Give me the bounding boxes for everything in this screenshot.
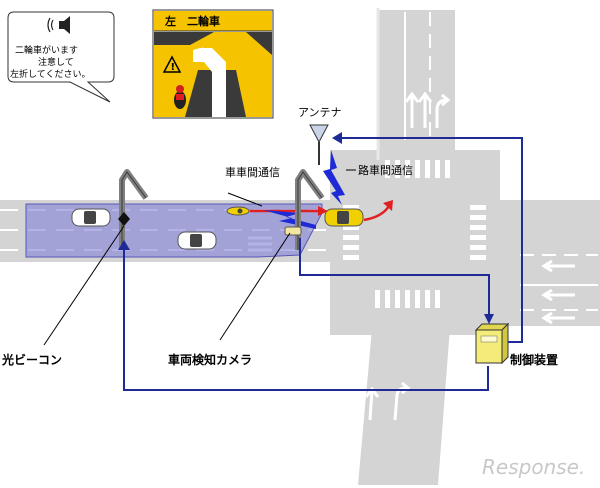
warning-triangle-icon — [162, 55, 182, 73]
east-road-lower — [500, 238, 600, 326]
camera-pole — [284, 169, 325, 250]
optical-beacon-pole — [118, 169, 149, 250]
speaker-icon — [47, 16, 70, 34]
crosswalk-north — [385, 160, 450, 178]
v2v-signal — [227, 192, 316, 229]
warning-sign-panel: ! — [152, 9, 274, 119]
bubble-line-3: 左折してください。 — [10, 68, 90, 80]
crosswalk-east — [470, 205, 486, 260]
east-lane-arrows — [541, 259, 575, 325]
motorcycle — [226, 206, 250, 216]
left-turn-arrow-icon — [196, 47, 203, 63]
controller-box — [474, 322, 510, 365]
sign-title: 左 二輪車 — [164, 14, 220, 28]
red-motion-arrows — [250, 200, 393, 222]
crosswalk-south — [375, 290, 440, 308]
optical-beacon-label: 光ビーコン — [1, 352, 62, 367]
response-watermark: Response. — [482, 455, 585, 479]
beacon-callout-line — [43, 225, 125, 346]
controller-label: 制御装置 — [510, 352, 558, 367]
car-white-2 — [177, 231, 217, 250]
svg-text:!: ! — [171, 62, 176, 73]
v2v-label: 車車間通信 — [225, 165, 280, 179]
camera-label: 車両検知カメラ — [168, 352, 252, 367]
bubble-line-1: 二輪車がいます — [15, 44, 78, 56]
v2i-label: 路車間通信 — [358, 163, 413, 177]
north-lane-arrows — [404, 91, 451, 128]
camera-callout-line — [219, 232, 291, 341]
speech-bubble — [7, 11, 115, 103]
v2i-signal — [323, 150, 356, 205]
motorcycle-rider-icon — [174, 85, 186, 109]
car-white-1 — [71, 208, 111, 227]
bubble-line-2: 注意して — [38, 56, 74, 68]
car-yellow — [324, 208, 364, 227]
signal-wires — [118, 132, 523, 391]
antenna-label: アンテナ — [298, 106, 342, 119]
antenna-icon — [309, 124, 329, 165]
